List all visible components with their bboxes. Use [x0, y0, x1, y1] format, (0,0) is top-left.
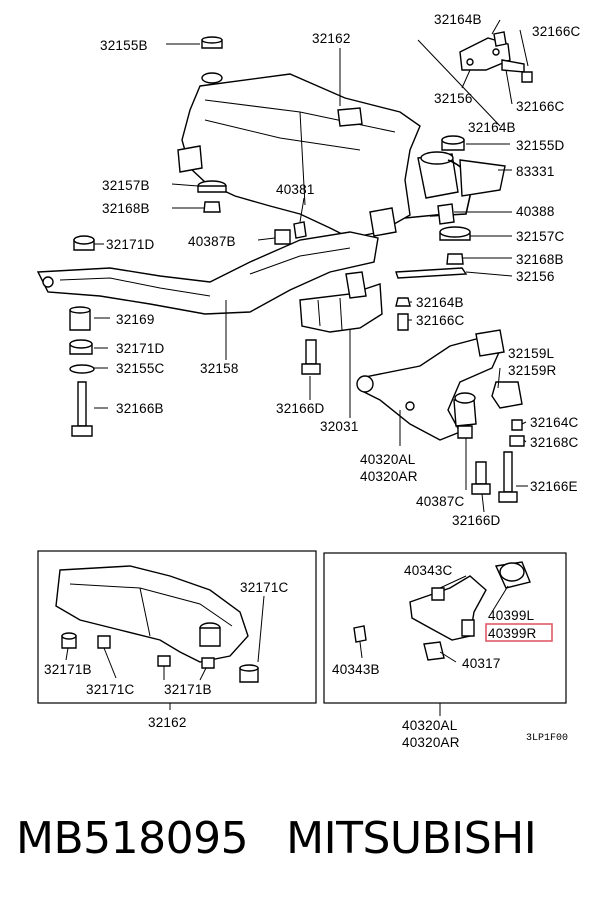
bolts-left-column [69, 306, 321, 437]
leader-lines-main [94, 19, 529, 513]
label-32166C-top: 32166C [532, 24, 581, 39]
label-32166E: 32166E [530, 479, 578, 494]
label-32169: 32169 [116, 312, 155, 327]
label-40399L: 40399L [488, 608, 535, 623]
lower-arm-main [356, 329, 525, 503]
label-32164B-top: 32164B [434, 12, 482, 27]
label-32162-box: 32162 [148, 715, 187, 730]
part-labels: 32155B 32162 32164B 32166C 32156 32166C … [44, 12, 581, 750]
label-32162: 32162 [312, 31, 351, 46]
label-32168B-right: 32168B [516, 252, 564, 267]
label-32171C-box1b: 32171C [86, 682, 135, 697]
label-40320AR-main: 40320AR [360, 469, 418, 484]
label-32166C-low: 32166C [416, 313, 465, 328]
label-40320AL-main: 40320AL [360, 452, 416, 467]
label-32171D-low: 32171D [116, 341, 165, 356]
label-32158: 32158 [200, 361, 239, 376]
mount-32031 [299, 271, 383, 333]
label-32164B-mid: 32164B [468, 120, 516, 135]
label-83331: 83331 [516, 164, 555, 179]
caption: MB518095 MITSUBISHI [16, 808, 596, 868]
label-32168B-left: 32168B [102, 201, 150, 216]
parts-diagram: 32155B 32162 32164B 32166C 32156 32166C … [36, 12, 581, 750]
label-32171D-left: 32171D [106, 237, 155, 252]
bushing-parts-right [395, 135, 471, 331]
label-32156-right: 32156 [516, 269, 555, 284]
crossmember-32162 [177, 72, 421, 239]
inset-box-lower-arm [323, 552, 567, 716]
label-40388: 40388 [516, 204, 555, 219]
mount-assembly-40388 [404, 151, 506, 225]
label-32164C: 32164C [530, 415, 579, 430]
inset-box-crossmember [37, 550, 317, 710]
label-32171B-box1c: 32171B [164, 682, 212, 697]
part-number: MB518095 [16, 812, 249, 864]
highlight-40399R [485, 623, 553, 642]
label-40343C: 40343C [404, 563, 453, 578]
label-40343B: 40343B [332, 662, 380, 677]
label-32031: 32031 [320, 419, 359, 434]
label-40387C: 40387C [416, 494, 465, 509]
label-32166B: 32166B [116, 401, 164, 416]
label-32155D: 32155D [516, 138, 565, 153]
label-40387B: 40387B [188, 234, 236, 249]
label-32164B-low: 32164B [416, 295, 464, 310]
label-40320AR-box: 40320AR [402, 735, 460, 750]
label-32155C: 32155C [116, 361, 165, 376]
label-32166D-right: 32166D [452, 513, 501, 528]
label-32157C: 32157C [516, 229, 565, 244]
label-32155B: 32155B [100, 38, 148, 53]
label-32157B: 32157B [102, 178, 150, 193]
diagram-code: 3LP1F00 [526, 733, 568, 744]
member-32158 [36, 231, 379, 315]
label-32171C-box1: 32171C [240, 580, 289, 595]
label-32159L: 32159L [508, 346, 555, 361]
bracket-32156-top [459, 31, 533, 83]
label-40320AL-box: 40320AL [402, 718, 458, 733]
label-32168C: 32168C [530, 435, 579, 450]
label-32156-top: 32156 [434, 91, 473, 106]
label-32166D-left: 32166D [276, 401, 325, 416]
label-40317: 40317 [462, 656, 501, 671]
label-32159R: 32159R [508, 363, 557, 378]
label-40381: 40381 [276, 182, 315, 197]
label-32171B-box1a: 32171B [44, 662, 92, 677]
brand-name: MITSUBISHI [286, 812, 537, 864]
label-40399R: 40399R [488, 626, 537, 641]
label-32166C-mid: 32166C [516, 99, 565, 114]
